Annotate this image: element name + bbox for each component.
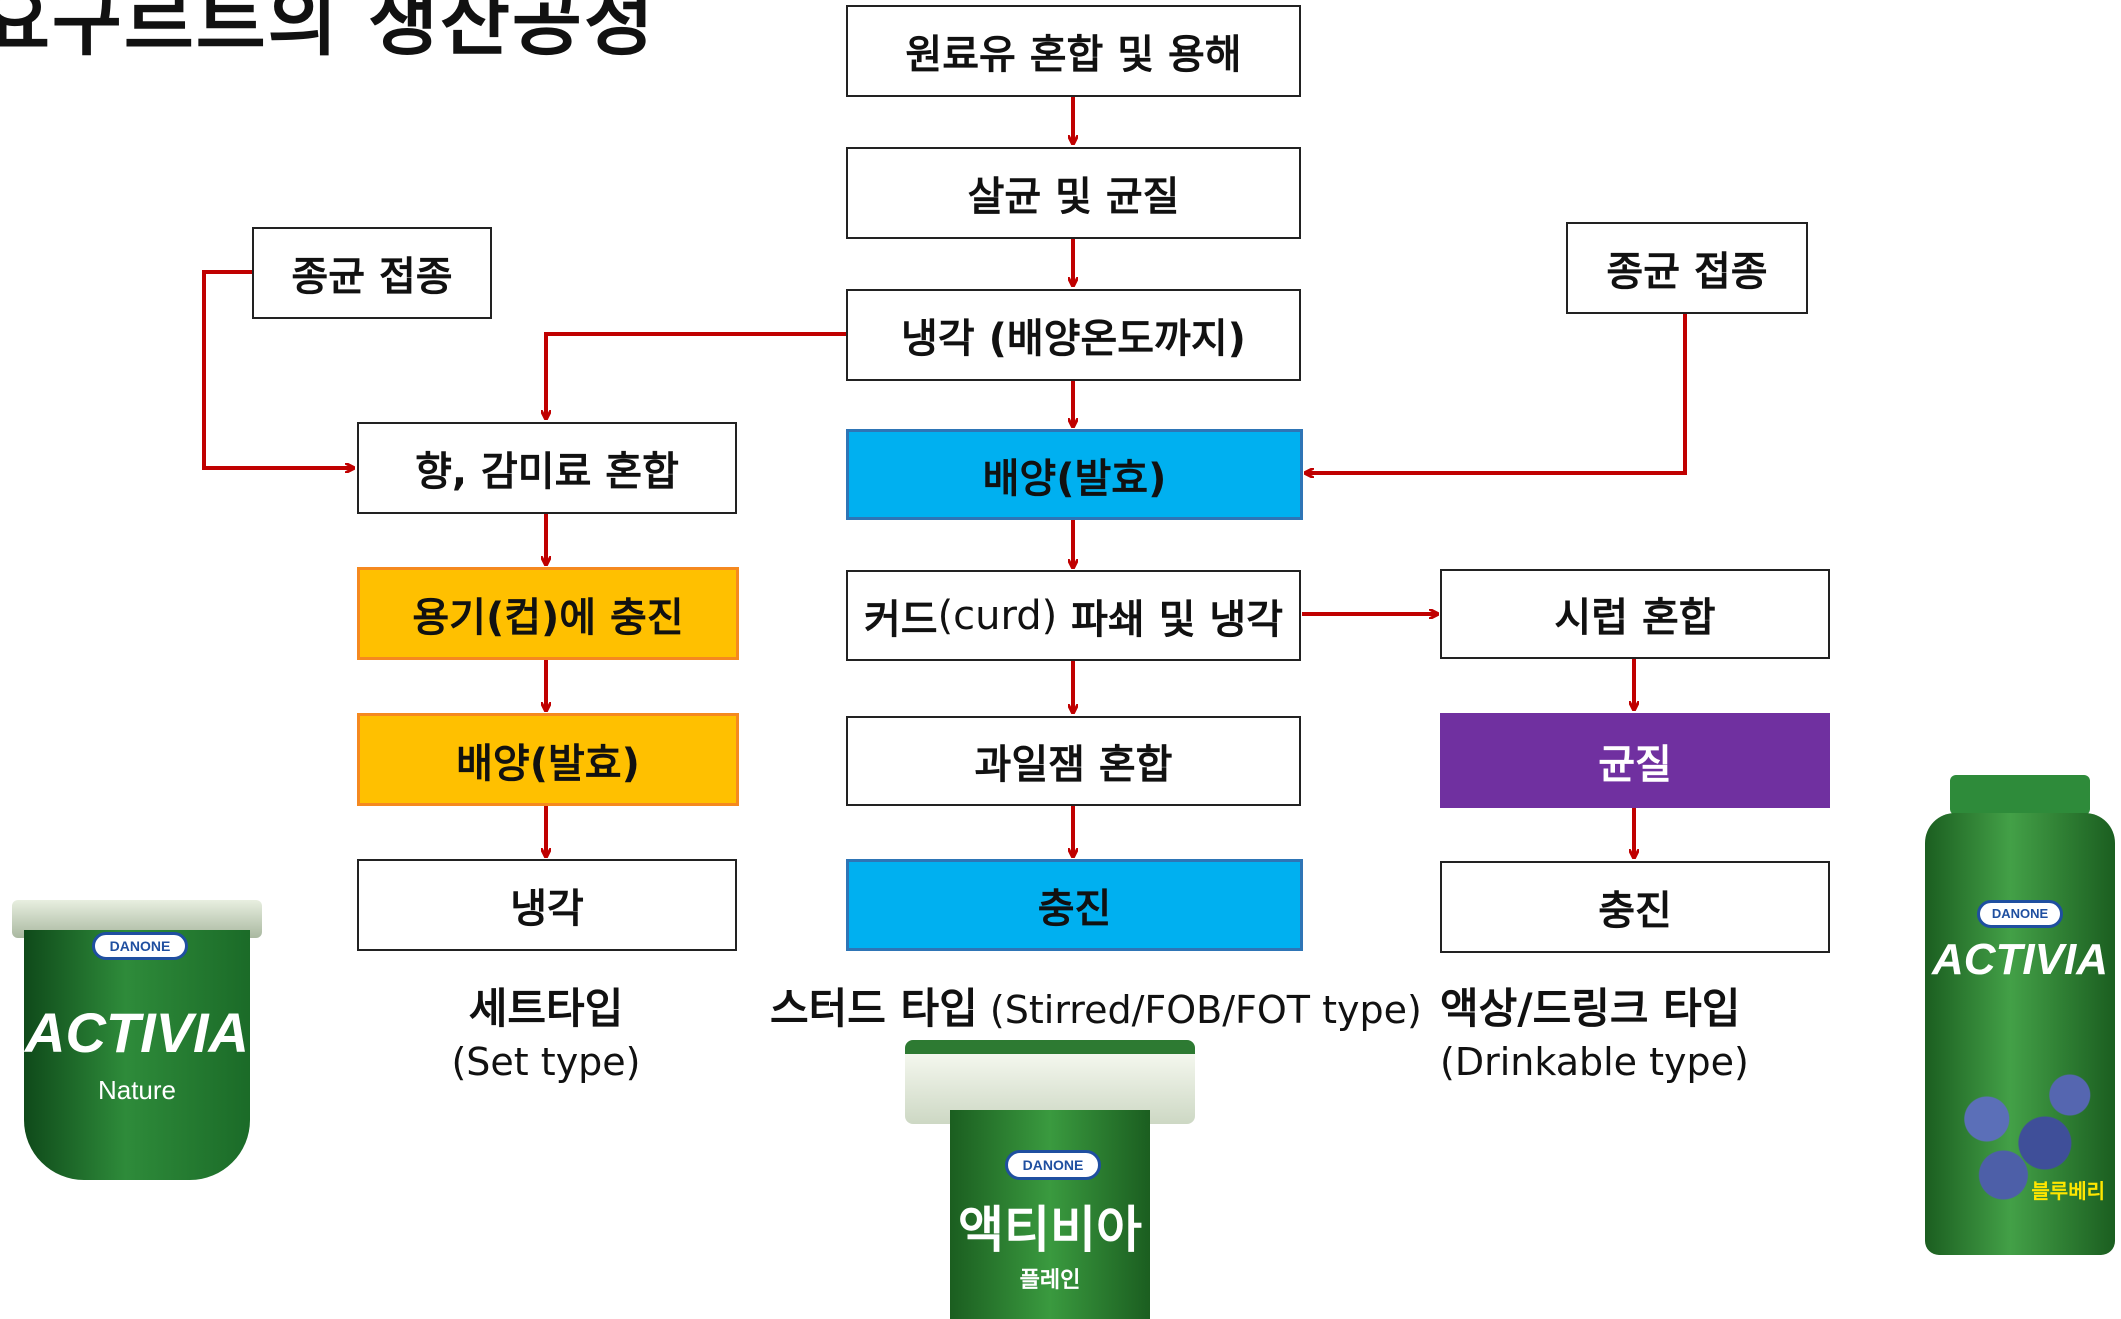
drink-type-subtitle: (Drinkable type) [1440,1040,1749,1084]
step-cooling: 냉각 (배양온도까지) [846,289,1301,381]
bottle-product-variant: 블루베리 [2031,1181,2105,1203]
bottle-brand-logo: DANONE [1977,900,2063,928]
step-curd-prefix: 커드 [863,596,938,643]
step-left-culture: 배양(발효) [357,713,739,806]
step-curd-english: (curd) [937,592,1058,639]
set-type-label: 세트타입 (Set type) [400,975,692,1084]
set-type-subtitle: (Set type) [451,1040,641,1084]
step-raw-mix: 원료유 혼합 및 용해 [846,5,1301,97]
step-culture: 배양(발효) [846,429,1303,520]
arrow-right-starter-to-culture [1305,314,1687,473]
step-container-fill: 용기(컵)에 충진 [357,567,739,660]
arrow-starter-to-flavor [202,270,354,468]
drink-type-title: 액상/드링크 타입 [1440,984,1741,1033]
set-type-title: 세트타입 [468,984,624,1033]
cup-brand-logo: DANONE [92,932,188,960]
step-homogenize: 균질 [1440,713,1830,808]
stirred-type-product-image: DANONE 액티비아 플레인 [905,1040,1195,1319]
step-center-fill: 충진 [846,859,1303,951]
drink-type-product-image: DANONE ACTIVIA 블루베리 [1925,775,2115,1255]
page-title: 요구르트의 생산공정 [0,0,656,66]
drink-type-label: 액상/드링크 타입 (Drinkable type) [1440,975,1775,1084]
stirred-type-title: 스터드 타입 [770,984,978,1033]
stirred-brand-logo: DANONE [1005,1150,1101,1180]
set-type-product-image: DANONE ACTIVIA Nature [12,900,262,1185]
step-syrup-mix: 시럽 혼합 [1440,569,1830,659]
step-right-starter: 종균 접종 [1566,222,1808,314]
step-right-fill: 충진 [1440,861,1830,953]
stirred-product-name: 액티비아 [958,1202,1142,1258]
cup-product-name: ACTIVIA [25,1001,249,1064]
stirred-product-variant: 플레인 [1019,1267,1081,1292]
stirred-type-subtitle: (Stirred/FOB/FOT type) [989,988,1422,1032]
step-curd: 커드(curd) 파쇄 및 냉각 [846,570,1301,661]
bottle-product-name: ACTIVIA [1932,935,2108,984]
step-sterilize: 살균 및 균질 [846,147,1301,239]
cup-product-variant: Nature [97,1075,177,1105]
arrow-cooling-to-flavor [546,332,846,419]
step-curd-suffix: 파쇄 및 냉각 [1057,596,1284,643]
step-flavor-mix: 향, 감미료 혼합 [357,422,737,514]
stirred-type-label: 스터드 타입 (Stirred/FOB/FOT type) [770,975,1422,1036]
step-left-starter: 종균 접종 [252,227,492,319]
step-left-cool: 냉각 [357,859,737,951]
step-fruit-jam: 과일잼 혼합 [846,716,1301,806]
